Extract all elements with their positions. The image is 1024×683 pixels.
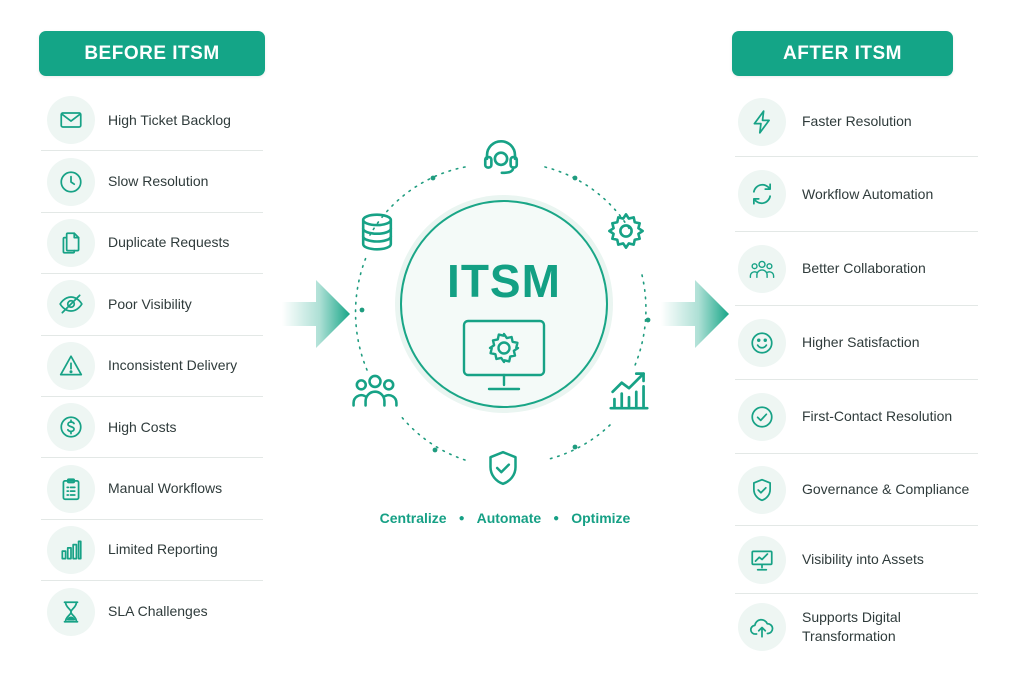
people-icon — [351, 371, 399, 409]
tagline: Centralize ● Automate ● Optimize — [360, 510, 650, 526]
lightning-icon — [738, 97, 786, 146]
tagline-separator: ● — [458, 512, 465, 524]
monitor-chart-icon — [738, 535, 786, 584]
list-item-label: Limited Reporting — [108, 541, 218, 558]
headset-icon — [480, 136, 522, 178]
list-item: Slow Resolution — [41, 151, 263, 213]
list-item-label: Inconsistent Delivery — [108, 357, 238, 374]
list-item: Visibility into Assets — [735, 526, 978, 594]
bar-chart-icon — [47, 525, 95, 574]
list-item-label: High Costs — [108, 418, 177, 435]
before-itsm-list: High Ticket Backlog Slow Resolution Dupl… — [41, 90, 263, 643]
dollar-icon — [47, 403, 95, 452]
trend-chart-icon — [607, 370, 651, 410]
shield-check-icon — [483, 447, 523, 489]
list-item: Poor Visibility — [41, 274, 263, 336]
before-itsm-title: BEFORE ITSM — [84, 42, 220, 64]
right-arrow-icon — [661, 280, 729, 348]
tagline-automate: Automate — [476, 510, 542, 526]
list-item-label: Duplicate Requests — [108, 234, 230, 251]
shield-check-icon — [738, 465, 786, 514]
list-item-label: Slow Resolution — [108, 173, 209, 190]
tagline-separator: ● — [553, 512, 560, 524]
cloud-upload-icon — [738, 603, 786, 651]
copy-icon — [47, 218, 95, 267]
list-item: First-Contact Resolution — [735, 380, 978, 454]
list-item: Better Collaboration — [735, 232, 978, 306]
list-item: Manual Workflows — [41, 458, 263, 520]
clock-icon — [47, 157, 95, 206]
monitor-gear-icon — [461, 318, 547, 394]
warning-icon — [47, 341, 95, 390]
gear-icon — [605, 210, 647, 252]
list-item-label: Higher Satisfaction — [802, 334, 920, 350]
list-item: High Ticket Backlog — [41, 90, 263, 152]
list-item: Duplicate Requests — [41, 213, 263, 275]
list-item: Higher Satisfaction — [735, 306, 978, 380]
after-itsm-list: Faster Resolution Workflow Automation Be… — [735, 87, 978, 660]
hourglass-icon — [47, 587, 95, 636]
refresh-icon — [738, 170, 786, 218]
list-item-label: SLA Challenges — [108, 603, 208, 620]
team-icon — [738, 244, 786, 293]
check-circle-icon — [738, 392, 786, 441]
list-item: High Costs — [41, 397, 263, 459]
list-item-label: First-Contact Resolution — [802, 408, 953, 424]
list-item-label: Better Collaboration — [802, 260, 926, 276]
tagline-optimize: Optimize — [571, 510, 631, 526]
tagline-centralize: Centralize — [379, 510, 447, 526]
after-itsm-title: AFTER ITSM — [783, 42, 902, 64]
list-item: SLA Challenges — [41, 581, 263, 642]
after-itsm-header: AFTER ITSM — [732, 31, 953, 76]
list-item-label: Poor Visibility — [108, 295, 192, 312]
list-item-label: Visibility into Assets — [802, 551, 924, 567]
list-item: Faster Resolution — [735, 87, 978, 157]
list-item: Governance & Compliance — [735, 454, 978, 526]
list-item: Workflow Automation — [735, 157, 978, 232]
list-item: Supports Digital Transformation — [735, 594, 978, 660]
cycle-ring — [354, 166, 651, 461]
list-item-label: Supports Digital Transformation — [802, 609, 901, 644]
right-arrow-icon — [282, 280, 350, 348]
list-item: Limited Reporting — [41, 520, 263, 582]
clipboard-icon — [47, 464, 95, 513]
itsm-title: ITSM — [447, 255, 561, 307]
list-item-label: Governance & Compliance — [802, 481, 970, 497]
eye-off-icon — [47, 280, 95, 329]
list-item-label: High Ticket Backlog — [108, 111, 231, 128]
list-item: Inconsistent Delivery — [41, 336, 263, 397]
list-item-label: Workflow Automation — [802, 185, 934, 202]
before-itsm-header: BEFORE ITSM — [39, 31, 265, 76]
database-icon — [358, 211, 396, 253]
itsm-core-circle — [400, 200, 608, 408]
list-item-label: Faster Resolution — [802, 113, 912, 129]
smile-icon — [738, 318, 786, 367]
envelope-icon — [47, 96, 95, 145]
list-item-label: Manual Workflows — [108, 480, 223, 497]
